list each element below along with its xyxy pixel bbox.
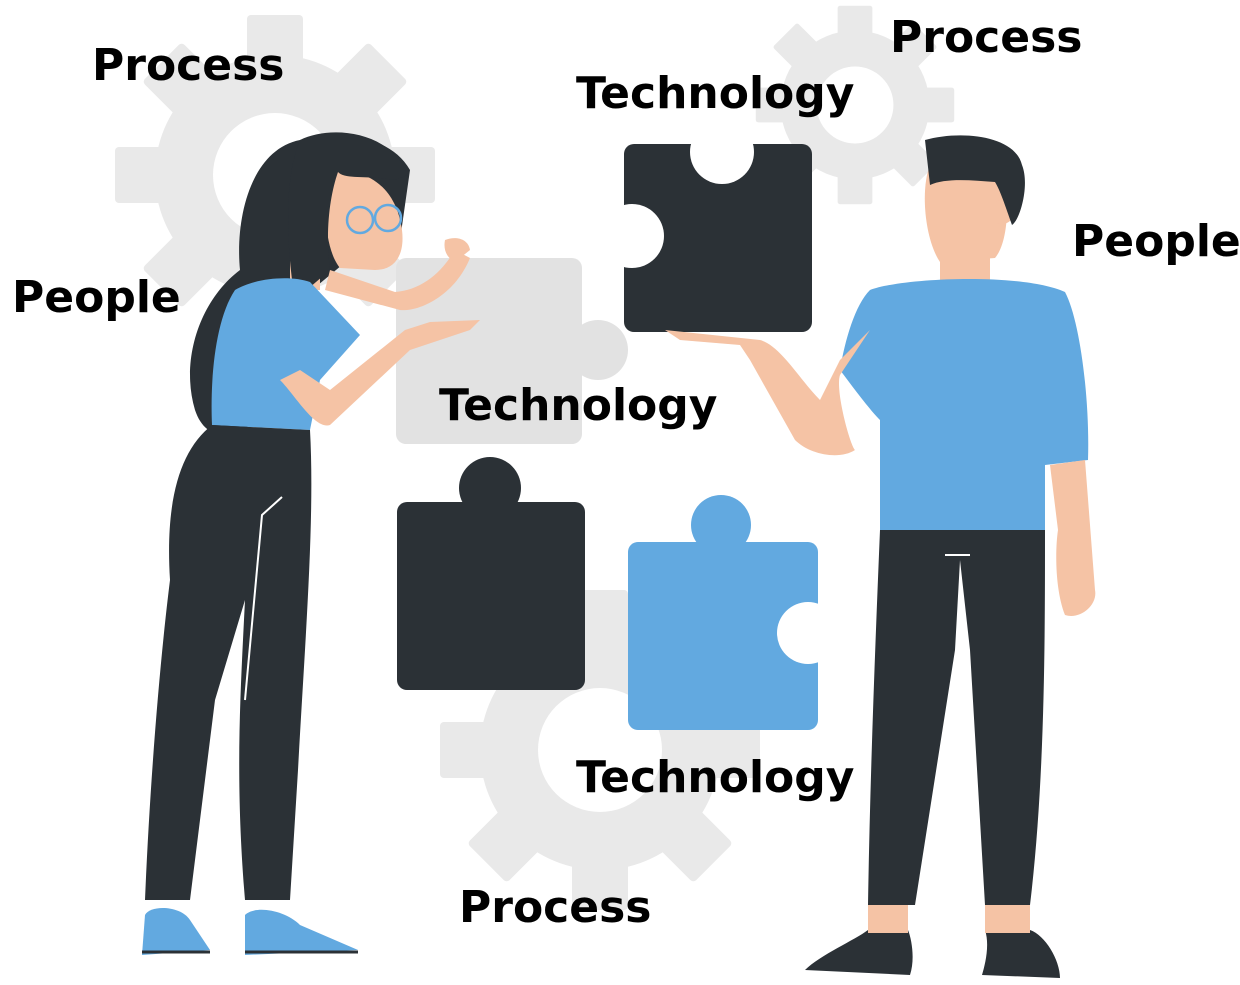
- person-man-illustration: [665, 135, 1096, 978]
- gear-icon: [755, 5, 955, 205]
- technology-label-top: Technology: [576, 68, 855, 119]
- process-label-bottom: Process: [459, 882, 652, 933]
- puzzle-piece-icon: [628, 495, 839, 730]
- puzzle-piece-icon: [396, 258, 628, 444]
- puzzle-piece-icon: [397, 457, 585, 690]
- technology-label-middle: Technology: [439, 380, 718, 431]
- process-label-top-right: Process: [890, 12, 1083, 63]
- person-woman-illustration: [142, 132, 480, 955]
- people-label-right: People: [1072, 216, 1240, 267]
- process-label-top-left: Process: [92, 40, 285, 91]
- puzzle-piece-icon: [600, 120, 812, 332]
- people-label-left: People: [12, 272, 181, 323]
- technology-label-bottom: Technology: [576, 752, 855, 803]
- glasses-icon: [345, 203, 403, 235]
